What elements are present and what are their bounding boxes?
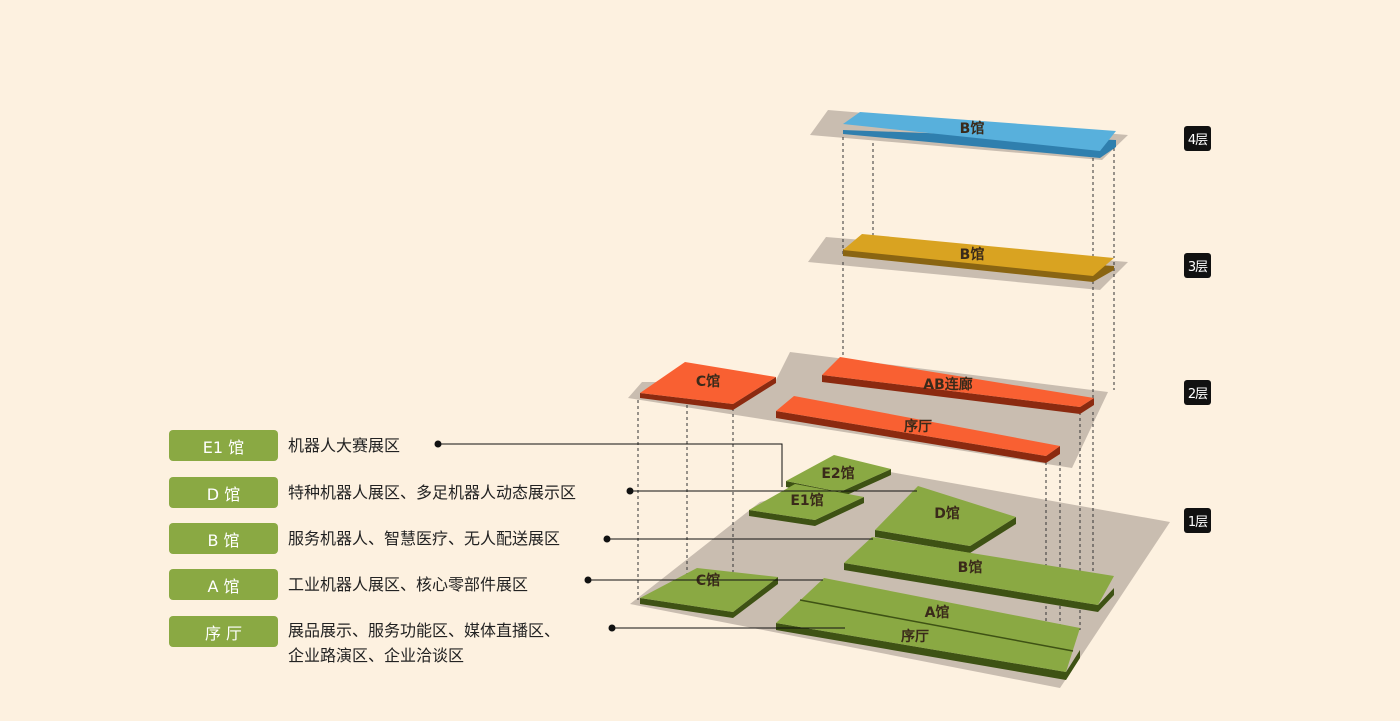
- legend-desc-e1: 机器人大赛展区: [288, 436, 401, 455]
- hall-f2-ab: [822, 357, 1094, 407]
- hall-f2-lobby-label: 序厅: [904, 418, 932, 435]
- hall-f1-b-label: B馆: [958, 559, 983, 576]
- hall-f1-b-side: [844, 563, 1114, 612]
- hall-f3-b-label: B馆: [960, 246, 985, 263]
- hall-f1-c-side: [640, 577, 778, 618]
- hall-f1-b: [844, 537, 1114, 605]
- hall-f2-lobby: [776, 396, 1060, 456]
- legend-desc-lobby-line2: 企业路演区、企业洽谈区: [288, 646, 465, 665]
- hall-f1-a: [776, 578, 1080, 672]
- level-badge-3f: 3层: [1184, 253, 1211, 278]
- hall-f1-e1-side: [749, 497, 864, 526]
- legend-desc-lobby-line1: 展品展示、服务功能区、媒体直播区、: [288, 621, 561, 640]
- hall-f1-d-side: [875, 517, 1016, 553]
- hall-f3-b-side: [843, 249, 1114, 282]
- level-badge-1f: 1层: [1184, 508, 1211, 533]
- legend-badge-lobby: 序 厅: [169, 616, 278, 647]
- hall-f1-a-divider: [799, 599, 1074, 652]
- legend-badge-a: A 馆: [169, 569, 278, 600]
- hall-f1-c: [640, 568, 778, 612]
- hall-f1-d-label: D馆: [934, 505, 960, 522]
- legend-desc-b: 服务机器人、智慧医疗、无人配送展区: [288, 529, 561, 548]
- legend-desc-a: 工业机器人展区、核心零部件展区: [288, 575, 529, 594]
- hall-f2-c-label: C馆: [696, 373, 720, 390]
- hall-f1-e2: [786, 455, 891, 492]
- legend-desc-d: 特种机器人展区、多足机器人动态展示区: [288, 483, 577, 502]
- legend-badge-b: B 馆: [169, 523, 278, 554]
- hall-f1-e2-label: E2馆: [821, 465, 854, 482]
- hall-f4-b-label: B馆: [960, 120, 985, 137]
- hall-f1-e1: [749, 484, 864, 520]
- legend-connectors: [438, 443, 917, 629]
- hall-f1-lobby-label: 序厅: [901, 628, 929, 645]
- hall-f1-e1-label: E1馆: [790, 492, 823, 509]
- hall-f1-a-side: [776, 623, 1080, 680]
- legend-badge-e1: E1 馆: [169, 430, 278, 461]
- hall-f4-b: [843, 112, 1116, 151]
- hall-f2-ab-side: [822, 375, 1094, 414]
- hall-f2-lobby-side: [776, 411, 1060, 463]
- legend-connector-dots: [434, 440, 634, 632]
- legend-badge-d: D 馆: [169, 477, 278, 508]
- hall-f1-a-label: A馆: [925, 604, 950, 621]
- hall-f3-b: [843, 234, 1114, 276]
- hall-f2-c-side: [640, 377, 776, 410]
- hall-f4-b-side: [843, 130, 1116, 158]
- hall-f1-d: [875, 486, 1016, 546]
- hall-f2-ab-label: AB连廊: [923, 376, 973, 393]
- level-badge-2f: 2层: [1184, 380, 1211, 405]
- hall-f2-c: [640, 362, 776, 404]
- level-badge-4f: 4层: [1184, 126, 1211, 151]
